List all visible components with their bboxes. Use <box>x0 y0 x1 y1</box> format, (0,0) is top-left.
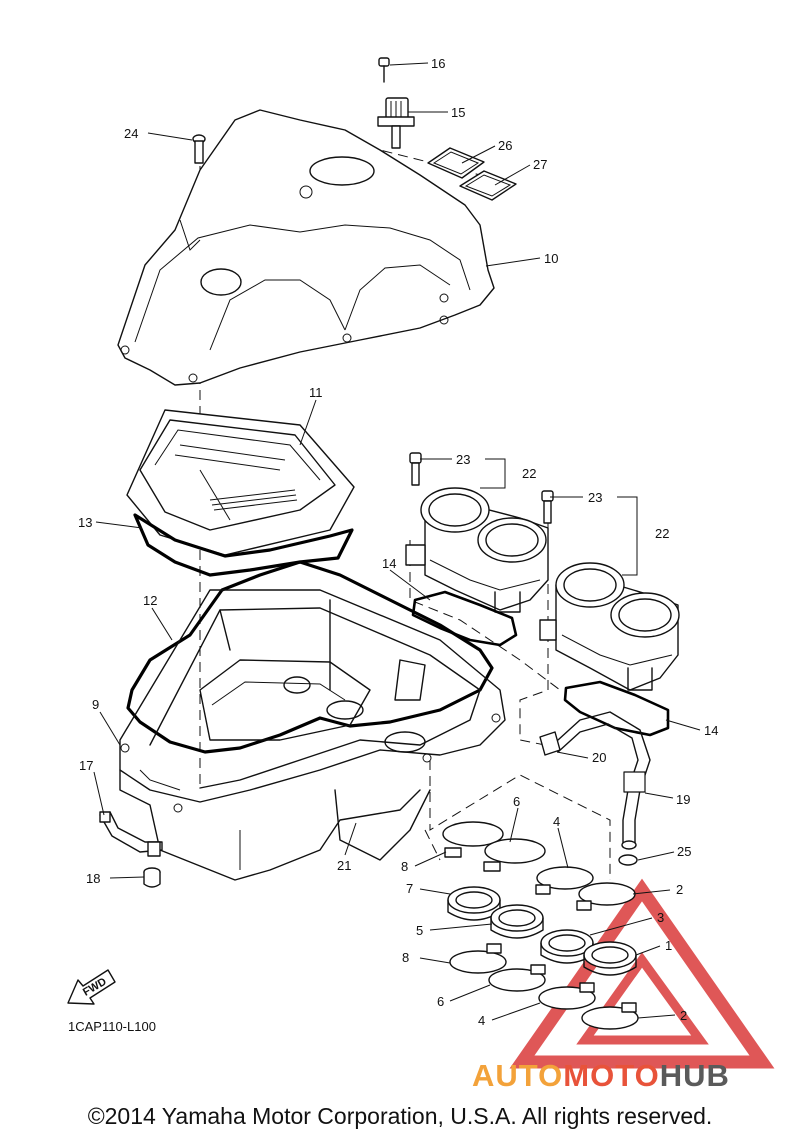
callout-4-lower: 4 <box>478 1013 485 1028</box>
part-26-filter-sheet <box>427 147 485 179</box>
part-19-hose <box>557 711 651 850</box>
part-24-bolt <box>192 134 206 164</box>
part-6-joint-upper <box>442 821 546 864</box>
callout-8-lower: 8 <box>402 950 409 965</box>
callout-4-upper: 4 <box>553 814 560 829</box>
callout-2-lower: 2 <box>680 1008 687 1023</box>
part-4-clamp-lower <box>538 982 596 1010</box>
part-1-intake-joint <box>583 941 637 976</box>
forward-direction-arrow: FWD <box>67 969 116 1005</box>
part-25-clip <box>618 854 638 866</box>
callout-21: 21 <box>337 858 351 873</box>
callout-12: 12 <box>143 593 157 608</box>
part-15-sensor <box>377 97 415 149</box>
callout-18: 18 <box>86 871 100 886</box>
part-14-gasket-lower <box>563 680 670 737</box>
watermark-hub: HUB <box>659 1058 730 1093</box>
part-2-clamp-upper <box>576 882 636 911</box>
callout-8-upper: 8 <box>401 859 408 874</box>
part-2-clamp-lower <box>581 1002 639 1030</box>
part-4-clamp-upper <box>535 866 594 895</box>
callout-11: 11 <box>309 385 323 400</box>
callout-26: 26 <box>498 138 512 153</box>
callout-9: 9 <box>92 697 99 712</box>
watermark-logo-triangle <box>509 878 775 1069</box>
part-16-screw <box>378 57 390 83</box>
callout-2-upper: 2 <box>676 882 683 897</box>
callout-15: 15 <box>451 105 465 120</box>
callout-25: 25 <box>677 844 691 859</box>
part-13-gasket <box>133 513 354 577</box>
diagram-reference-code: 1CAP110-L100 <box>68 1019 156 1034</box>
part-3-intake-joint <box>540 929 594 964</box>
callout-24: 24 <box>124 126 138 141</box>
part-23-screw-upper <box>409 452 422 486</box>
callout-17: 17 <box>79 758 93 773</box>
part-27-filter-sheet <box>459 170 517 201</box>
part-18-grommet <box>143 867 161 888</box>
callout-19: 19 <box>676 792 690 807</box>
callout-7: 7 <box>406 881 413 896</box>
part-9-air-filter-case <box>119 589 506 881</box>
callout-13: 13 <box>78 515 92 530</box>
callout-14-lower: 14 <box>704 723 718 738</box>
part-14-gasket-upper <box>411 590 518 647</box>
callout-22-lower: 22 <box>655 526 669 541</box>
callout-10: 10 <box>544 251 558 266</box>
part-23-screw-lower <box>541 490 554 524</box>
callout-22-upper: 22 <box>522 466 536 481</box>
part-20-joint <box>539 731 561 756</box>
callout-20: 20 <box>592 750 606 765</box>
part-8-clamp-lower <box>449 943 507 974</box>
callout-6-upper: 6 <box>513 794 520 809</box>
part-5-intake-joint <box>490 904 544 939</box>
callout-6-lower: 6 <box>437 994 444 1009</box>
callout-23-upper: 23 <box>456 452 470 467</box>
watermark-auto: AUTO <box>472 1058 564 1093</box>
leader-lines <box>93 62 701 1021</box>
callout-14-upper: 14 <box>382 556 396 571</box>
part-10-air-filter-cover <box>117 109 495 386</box>
watermark-brand-text: AUTOMOTOHUB <box>472 1058 730 1094</box>
callout-labels: 16 15 24 26 27 10 11 23 22 23 22 13 14 1… <box>78 56 718 1028</box>
part-22-funnel-upper <box>405 487 549 613</box>
copyright-notice: ©2014 Yamaha Motor Corporation, U.S.A. A… <box>87 1103 713 1129</box>
callout-23-lower: 23 <box>588 490 602 505</box>
part-11-air-filter-element <box>126 409 355 556</box>
part-17-bracket <box>99 811 163 857</box>
callout-3: 3 <box>657 910 664 925</box>
part-22-funnel-lower <box>539 562 680 691</box>
callout-16: 16 <box>431 56 445 71</box>
watermark-moto: MOTO <box>563 1058 660 1093</box>
callout-1: 1 <box>665 938 672 953</box>
callout-5: 5 <box>416 923 423 938</box>
part-6-clamp-lower <box>488 964 546 992</box>
part-7-intake-joint <box>447 886 501 921</box>
callout-27: 27 <box>533 157 547 172</box>
